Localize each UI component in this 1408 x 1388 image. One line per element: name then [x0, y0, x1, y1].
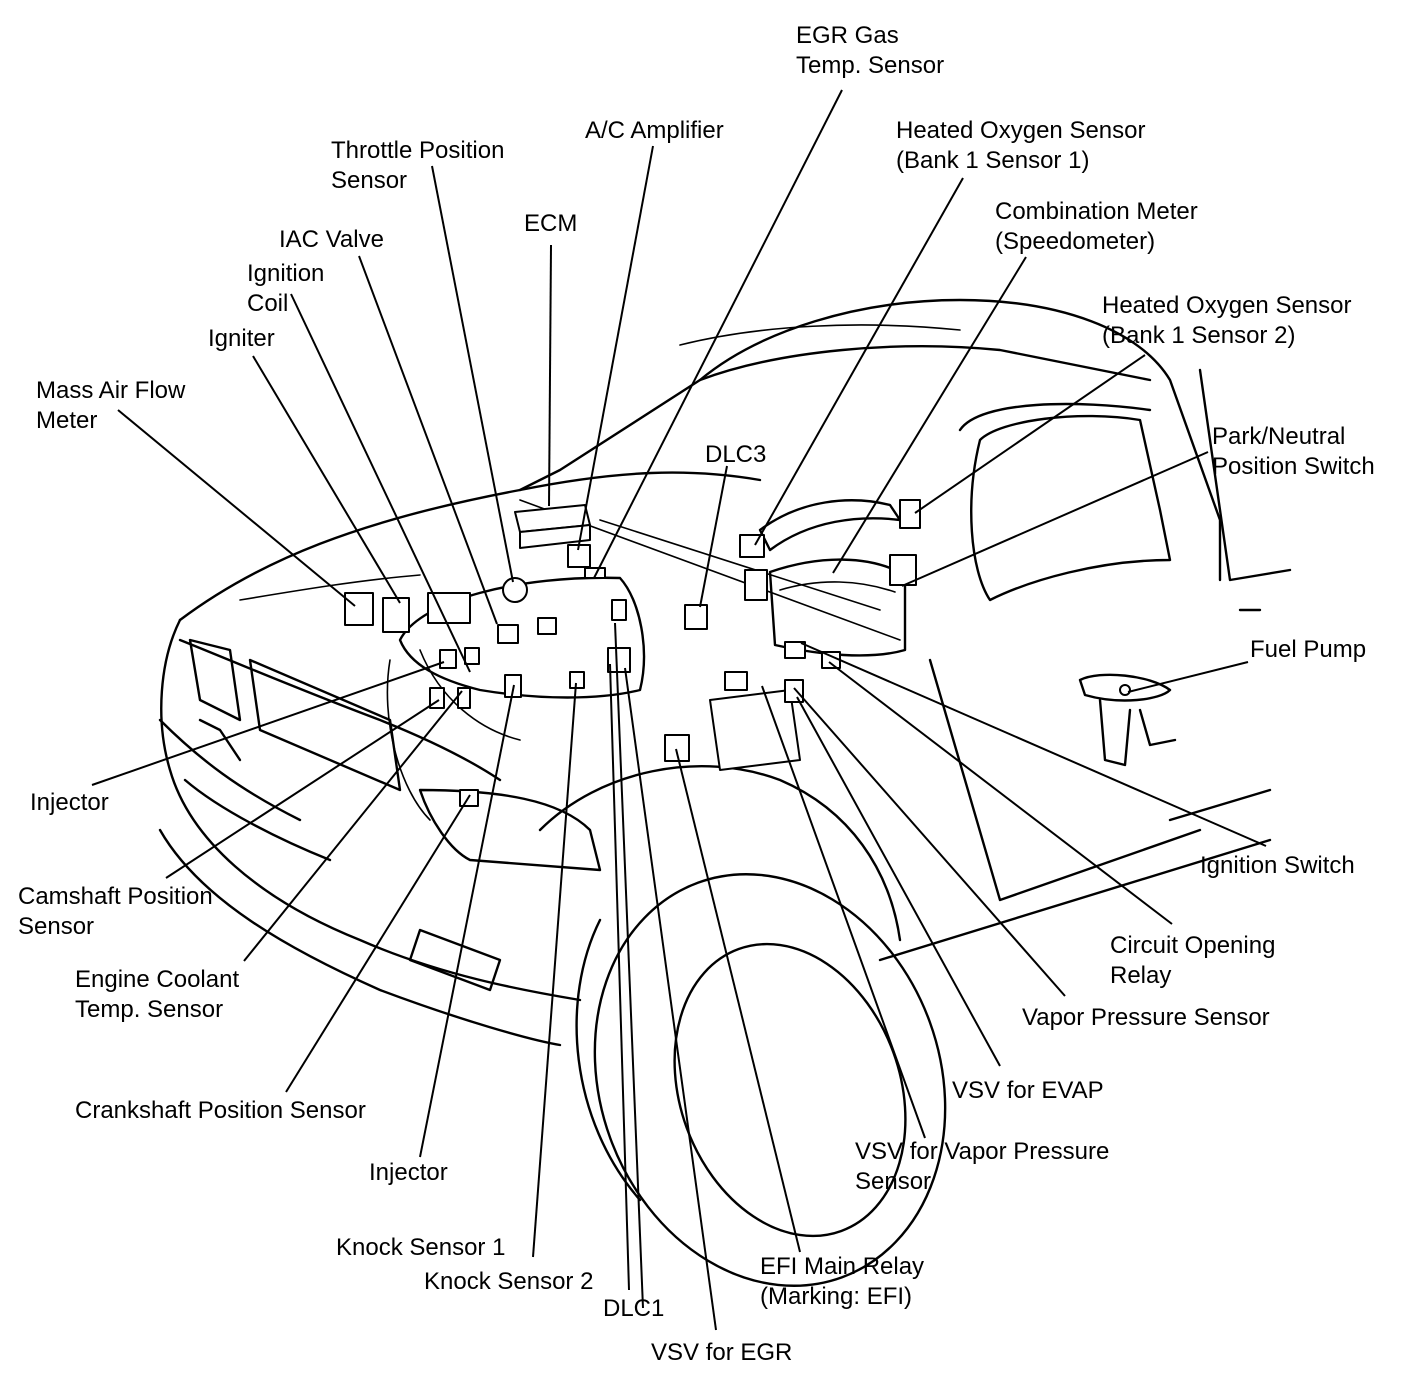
label-park-neutral-position-switch: Park/Neutral Position Switch	[1212, 423, 1375, 480]
label-circuit-opening-relay: Circuit Opening Relay	[1110, 932, 1276, 989]
label-injector-bottom: Injector	[369, 1159, 448, 1186]
label-ac-amplifier: A/C Amplifier	[585, 117, 724, 144]
label-egr-gas-temp-sensor: EGR Gas Temp. Sensor	[796, 22, 945, 79]
label-knock-sensor-1: Knock Sensor 1	[336, 1234, 506, 1261]
label-mass-air-flow-meter: Mass Air Flow Meter	[36, 377, 186, 434]
label-crankshaft-position-sensor: Crankshaft Position Sensor	[75, 1097, 366, 1124]
label-throttle-position-sensor: Throttle Position Sensor	[331, 137, 505, 194]
label-knock-sensor-2: Knock Sensor 2	[424, 1268, 594, 1295]
label-fuel-pump: Fuel Pump	[1250, 636, 1367, 663]
label-vsv-for-egr: VSV for EGR	[651, 1339, 793, 1366]
label-camshaft-position-sensor: Camshaft Position Sensor	[18, 883, 213, 940]
label-vsv-for-vapor-pressure-sensor: VSV for Vapor Pressure Sensor	[855, 1138, 1110, 1195]
label-ecm: ECM	[524, 210, 578, 237]
label-efi-main-relay: EFI Main Relay (Marking: EFI)	[760, 1253, 925, 1310]
label-combination-meter: Combination Meter (Speedometer)	[995, 198, 1198, 255]
label-igniter: Igniter	[208, 325, 275, 352]
label-engine-coolant-temp-sensor: Engine Coolant Temp. Sensor	[75, 966, 240, 1023]
leader-lines	[91, 89, 1267, 1331]
label-dlc3: DLC3	[705, 441, 767, 468]
truck-body	[158, 298, 1292, 1287]
label-vapor-pressure-sensor: Vapor Pressure Sensor	[1022, 1004, 1270, 1031]
engine-components	[344, 499, 1177, 821]
label-ignition-coil: Ignition Coil	[247, 260, 325, 317]
label-injector-left: Injector	[30, 789, 109, 816]
label-ignition-switch: Ignition Switch	[1200, 852, 1355, 879]
label-iac-valve: IAC Valve	[279, 226, 384, 253]
label-vsv-for-evap: VSV for EVAP	[952, 1077, 1104, 1104]
label-heated-o2-bank1-sensor1: Heated Oxygen Sensor (Bank 1 Sensor 1)	[896, 117, 1146, 174]
label-dlc1: DLC1	[603, 1295, 665, 1322]
label-heated-o2-bank1-sensor2: Heated Oxygen Sensor (Bank 1 Sensor 2)	[1102, 292, 1352, 349]
